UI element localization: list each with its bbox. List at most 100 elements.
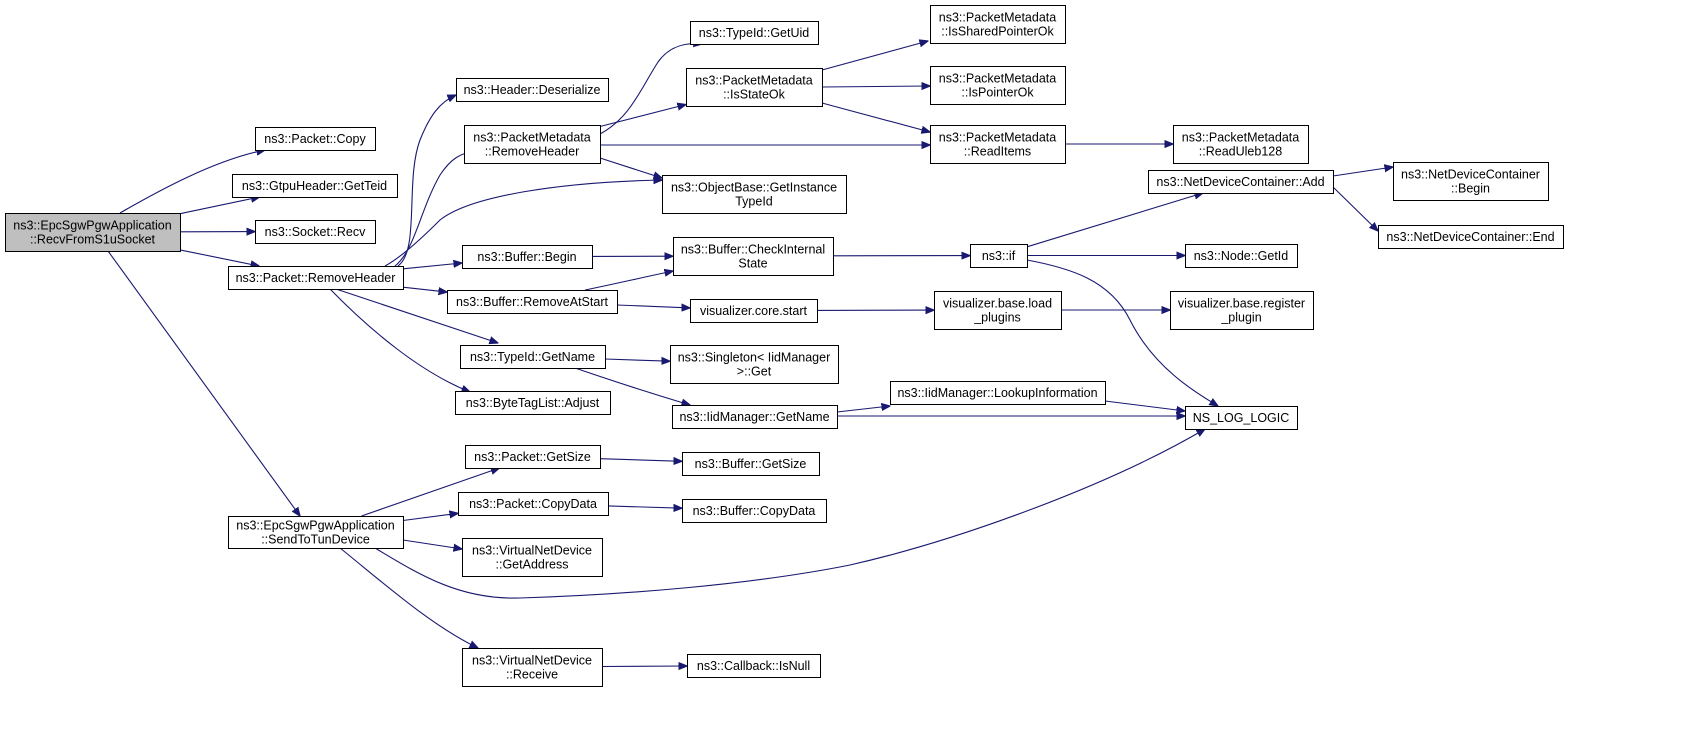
function-node-ns3_if[interactable]: ns3::if (970, 244, 1028, 268)
node-label-line: NS_LOG_LOGIC (1193, 411, 1290, 425)
function-node-vis_base_register_plugin[interactable]: visualizer.base.register_plugin (1170, 291, 1314, 330)
node-label-line: visualizer.base.load (943, 297, 1052, 311)
function-node-packet_getsize[interactable]: ns3::Packet::GetSize (465, 445, 601, 469)
function-nodes: ns3::EpcSgwPgwApplication::RecvFromS1uSo… (5, 5, 1564, 687)
node-label-line: ::Receive (506, 668, 558, 682)
function-node-buffer_copydata[interactable]: ns3::Buffer::CopyData (682, 499, 827, 523)
node-box (686, 68, 823, 107)
node-box (5, 213, 181, 252)
function-node-buffer_getsize[interactable]: ns3::Buffer::GetSize (682, 452, 820, 476)
call-edge-packet_remove_header-to-buffer_begin (402, 263, 462, 270)
node-label-line: visualizer.core.start (700, 304, 808, 318)
node-label-line: ns3::Packet::Copy (264, 132, 366, 146)
node-label-line: _plugin (1220, 311, 1261, 325)
function-node-recv_from_s1u[interactable]: ns3::EpcSgwPgwApplication::RecvFromS1uSo… (5, 213, 181, 252)
call-edge-packet_remove_header-to-bytetaglist_adjust (329, 288, 470, 392)
node-label-line: ns3::Buffer::Begin (477, 250, 576, 264)
function-node-pm_remove_header[interactable]: ns3::PacketMetadata::RemoveHeader (464, 125, 601, 164)
function-node-singleton_get[interactable]: ns3::Singleton< IidManager >::Get (670, 345, 839, 384)
function-node-packet_remove_header[interactable]: ns3::Packet::RemoveHeader (228, 266, 404, 290)
function-node-buffer_remove_at_start[interactable]: ns3::Buffer::RemoveAtStart (447, 290, 618, 314)
function-node-pm_isstateok[interactable]: ns3::PacketMetadata::IsStateOk (686, 68, 823, 107)
function-node-pm_issharedpointerok[interactable]: ns3::PacketMetadata::IsSharedPointerOk (930, 5, 1066, 44)
node-label-line: ns3::VirtualNetDevice (472, 654, 592, 668)
call-edge-send_to_tun-to-vnd_receive (339, 547, 478, 648)
function-node-iidmanager_getname[interactable]: ns3::IidManager::GetName (672, 405, 838, 429)
function-node-pm_readitems[interactable]: ns3::PacketMetadata::ReadItems (930, 125, 1066, 164)
node-box (460, 345, 606, 369)
call-edge-send_to_tun-to-vnd_getaddress (402, 539, 462, 549)
function-node-packet_copydata[interactable]: ns3::Packet::CopyData (458, 492, 609, 516)
function-node-vnd_receive[interactable]: ns3::VirtualNetDevice::Receive (462, 648, 603, 687)
call-edge-ndc_add-to-ndc_end (1332, 186, 1378, 231)
node-box (970, 244, 1028, 268)
node-box (255, 127, 376, 151)
function-node-pm_readuleb128[interactable]: ns3::PacketMetadata::ReadUleb128 (1173, 125, 1309, 164)
call-edge-packet_copydata-to-buffer_copydata (607, 506, 682, 508)
node-label-line: ns3::Socket::Recv (265, 225, 366, 239)
node-label-line: ns3::IidManager::LookupInformation (897, 386, 1097, 400)
node-label-line: ns3::TypeId::GetUid (699, 26, 810, 40)
call-edge-send_to_tun-to-ns_log_logic (374, 429, 1205, 599)
node-label-line: ns3::Node::GetId (1194, 249, 1289, 263)
function-node-ndc_begin[interactable]: ns3::NetDeviceContainer::Begin (1393, 162, 1549, 201)
node-box (455, 391, 611, 415)
function-node-typeid_getname[interactable]: ns3::TypeId::GetName (460, 345, 606, 369)
function-node-callback_isnull[interactable]: ns3::Callback::IsNull (687, 654, 821, 678)
function-node-packet_copy[interactable]: ns3::Packet::Copy (255, 127, 376, 151)
node-label-line: ns3::PacketMetadata (939, 11, 1056, 25)
call-edge-pm_remove_header-to-typeid_getuid (599, 44, 702, 135)
function-node-bytetaglist_adjust[interactable]: ns3::ByteTagList::Adjust (455, 391, 611, 415)
node-label-line: ns3::Header::Deserialize (464, 83, 601, 97)
call-edge-ndc_add-to-ndc_begin (1332, 167, 1393, 177)
node-label-line: ns3::PacketMetadata (939, 72, 1056, 86)
function-node-iidmanager_lookupinformation[interactable]: ns3::IidManager::LookupInformation (890, 381, 1106, 405)
node-label-line: ns3::if (982, 249, 1016, 263)
node-box (465, 445, 601, 469)
function-node-pm_ispointerok[interactable]: ns3::PacketMetadata::IsPointerOk (930, 66, 1066, 105)
function-node-typeid_getuid[interactable]: ns3::TypeId::GetUid (690, 21, 819, 45)
node-box (690, 21, 819, 45)
node-box (464, 125, 601, 164)
node-box (687, 654, 821, 678)
function-node-gtpu_get_teid[interactable]: ns3::GtpuHeader::GetTeid (232, 174, 398, 198)
call-edge-ns3_if-to-ns_log_logic (1026, 259, 1218, 406)
function-node-buffer_begin[interactable]: ns3::Buffer::Begin (462, 245, 593, 269)
function-node-vnd_getaddress[interactable]: ns3::VirtualNetDevice::GetAddress (462, 538, 603, 577)
call-edge-recv_from_s1u-to-packet_remove_header (179, 249, 259, 266)
node-label-line: ns3::TypeId::GetName (470, 350, 595, 364)
call-edge-pm_isstateok-to-pm_issharedpointerok (821, 41, 928, 71)
node-label-line: >::Get (737, 365, 772, 379)
node-box (690, 299, 818, 323)
call-edge-send_to_tun-to-packet_copydata (402, 513, 458, 522)
call-edge-buffer_remove_at_start-to-vis_core_start (616, 305, 690, 308)
node-box (255, 220, 376, 244)
node-label-line: ::Begin (1451, 182, 1490, 196)
call-edges (107, 41, 1393, 667)
function-node-vis_core_start[interactable]: visualizer.core.start (690, 299, 818, 323)
node-box (930, 5, 1066, 44)
function-node-header_deserialize[interactable]: ns3::Header::Deserialize (456, 78, 609, 102)
function-node-ndc_end[interactable]: ns3::NetDeviceContainer::End (1378, 225, 1564, 249)
node-label-line: ns3::EpcSgwPgwApplication (13, 219, 171, 233)
function-node-ndc_add[interactable]: ns3::NetDeviceContainer::Add (1148, 170, 1334, 194)
node-label-line: ::RemoveHeader (485, 145, 580, 159)
call-edge-buffer_remove_at_start-to-buffer_checkinternalstate (584, 271, 673, 291)
node-label-line: visualizer.base.register (1178, 297, 1305, 311)
function-node-send_to_tun[interactable]: ns3::EpcSgwPgwApplication::SendToTunDevi… (228, 516, 404, 549)
node-label-line: ns3::PacketMetadata (695, 74, 812, 88)
node-box (662, 175, 847, 214)
function-node-socket_recv[interactable]: ns3::Socket::Recv (255, 220, 376, 244)
function-node-node_getid[interactable]: ns3::Node::GetId (1185, 244, 1298, 268)
node-label-line: ::GetAddress (496, 558, 569, 572)
call-edge-recv_from_s1u-to-gtpu_get_teid (179, 197, 260, 215)
node-label-line: ::ReadItems (964, 145, 1031, 159)
function-node-vis_base_load_plugins[interactable]: visualizer.base.load_plugins (934, 291, 1062, 330)
node-box (930, 125, 1066, 164)
function-node-ns_log_logic[interactable]: NS_LOG_LOGIC (1185, 406, 1298, 430)
node-label-line: ns3::ObjectBase::GetInstance (671, 181, 837, 195)
call-edge-typeid_getname-to-singleton_get (604, 359, 670, 361)
